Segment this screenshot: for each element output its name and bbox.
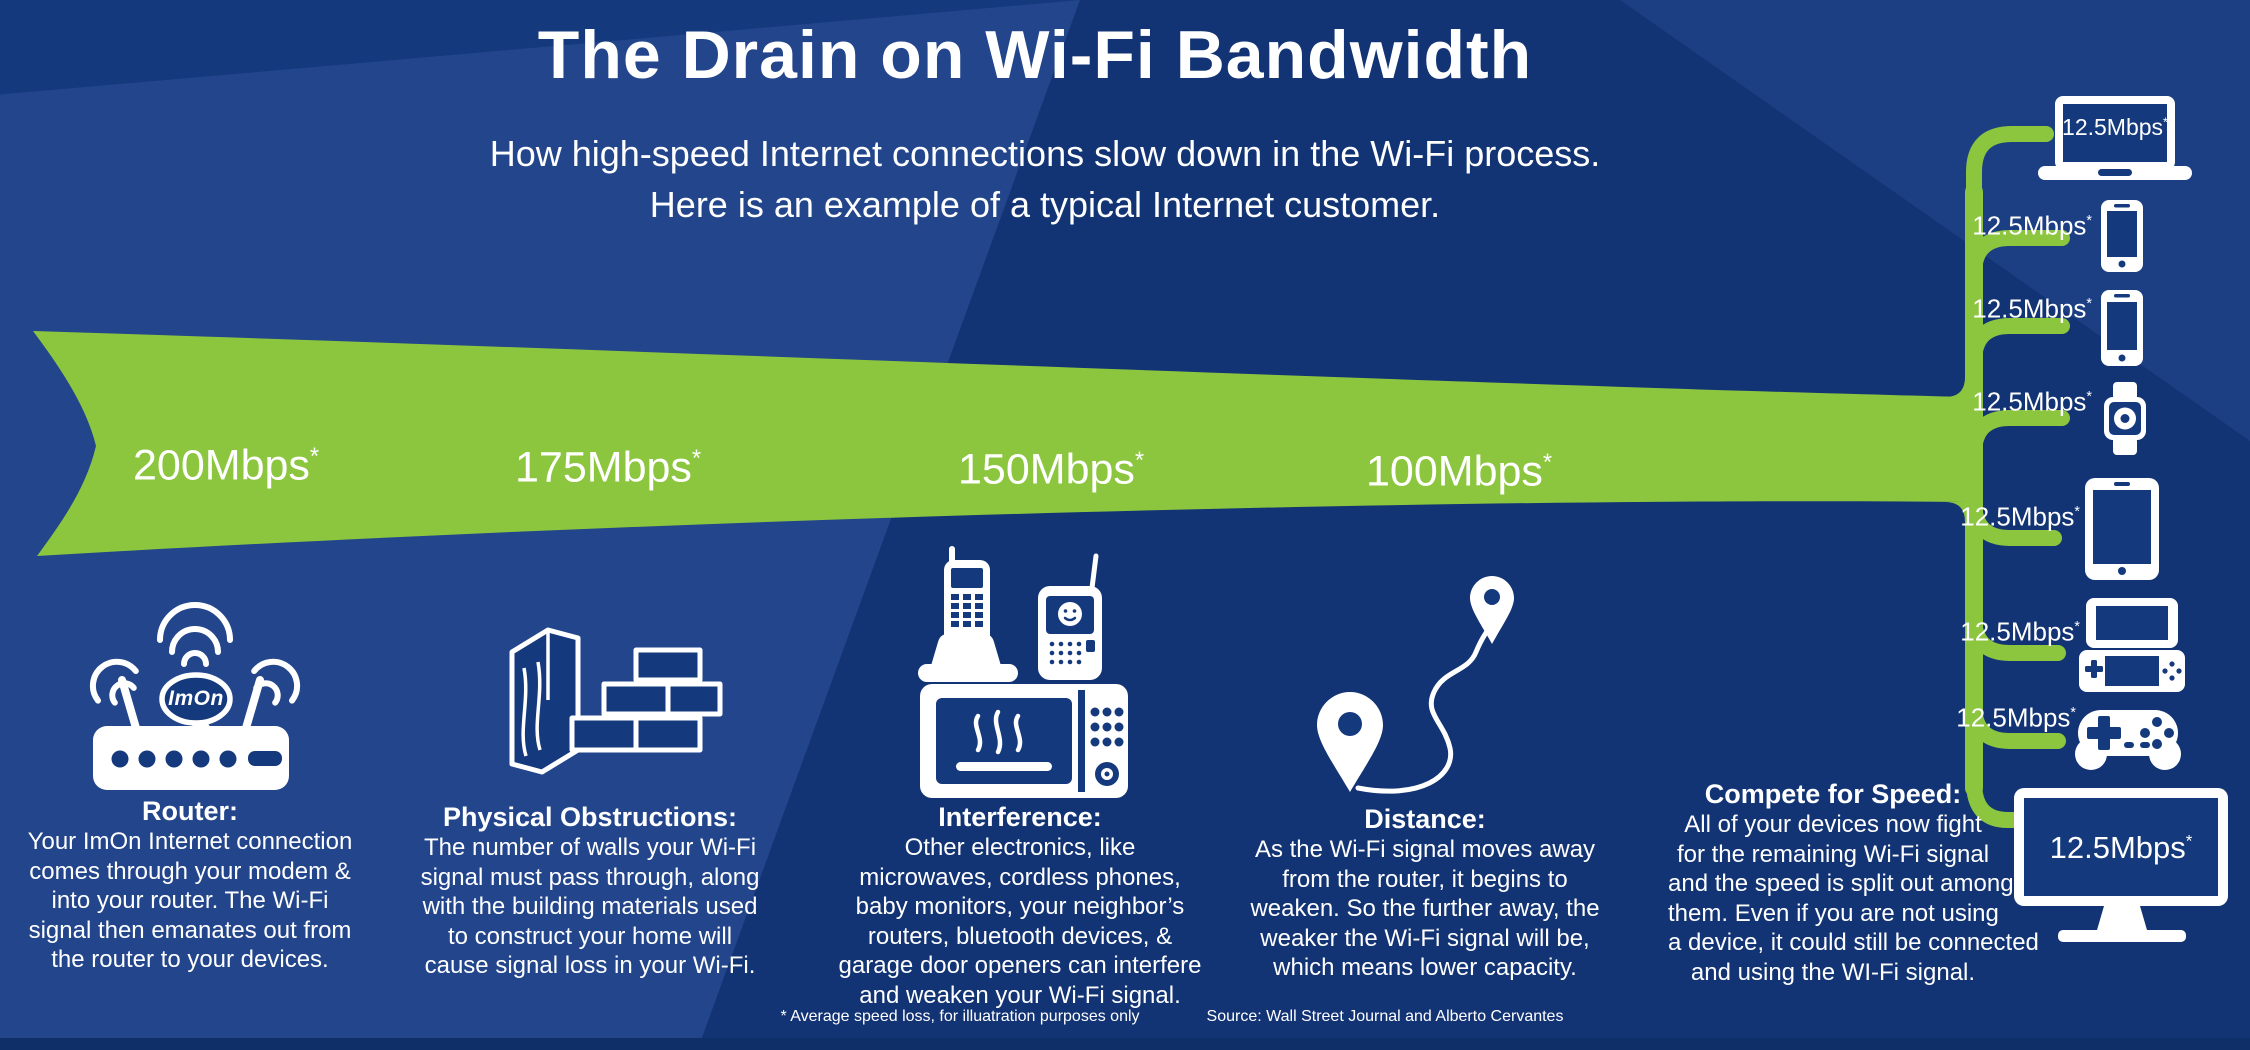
stage-note: *	[1542, 450, 1553, 476]
smartwatch-speed-label: 12.5Mbps*	[1952, 384, 2092, 415]
bandwidth-trunk-and-branches	[1965, 126, 2070, 828]
handheld-game-console-icon	[2079, 598, 2185, 692]
section-distance: Distance: As the Wi-Fi signal moves away…	[1238, 803, 1612, 983]
speed-note: *	[2086, 389, 2092, 405]
funnel-shape	[33, 331, 1983, 556]
speed-value: 12.5Mbps	[1960, 616, 2075, 647]
stage-value: 150Mbps	[958, 445, 1135, 494]
router-icon	[89, 602, 301, 790]
funnel-fillet-bottom	[1945, 502, 1965, 522]
wifi-waves-icon	[89, 602, 301, 706]
branch-tv	[1966, 774, 2022, 828]
speed-note: *	[2074, 504, 2080, 520]
speed-value: 12.5Mbps	[1972, 386, 2087, 417]
game-controller-icon	[2075, 710, 2181, 770]
section-body: All of your devices now fight for the re…	[1668, 811, 2039, 986]
smartwatch-icon	[2104, 382, 2146, 455]
laptop-icon	[2038, 96, 2192, 180]
speed-value: 12.5Mbps	[1956, 702, 2071, 733]
page-title: The Drain on Wi-Fi Bandwidth	[537, 17, 1533, 93]
interference-icon	[918, 546, 1128, 798]
stage-note: *	[691, 446, 702, 472]
imon-logo-bubble	[159, 672, 233, 726]
page-subtitle: How high-speed Internet connections slow…	[489, 133, 1601, 225]
imon-logo-text: ImOn	[168, 687, 224, 710]
background-bottom-strip	[0, 1038, 2250, 1050]
speed-note: *	[2163, 115, 2168, 130]
speed-value: 12.5Mbps	[1972, 210, 2087, 241]
bandwidth-funnel	[33, 331, 1983, 556]
speed-value: 12.5Mbps	[1972, 293, 2087, 324]
section-body: Your ImOn Internet connection comes thro…	[27, 828, 353, 973]
section-router: Router: Your ImOn Internet connection co…	[8, 795, 372, 975]
speed-note: *	[2086, 296, 2092, 312]
footnote: * Average speed loss, for illuatration p…	[780, 1008, 1140, 1025]
handheld-speed-label: 12.5Mbps*	[1940, 614, 2080, 645]
section-heading: Compete for Speed:	[1704, 779, 1962, 809]
branch-tablet	[1966, 494, 2062, 546]
speed-value: 12.5Mbps	[2062, 114, 2164, 140]
speed-value: 12.5Mbps	[2049, 830, 2186, 865]
section-heading: Physical Obstructions:	[442, 802, 738, 832]
stage-value: 100Mbps	[1366, 447, 1543, 496]
speed-note: *	[2074, 619, 2080, 635]
tablet-speed-label: 12.5Mbps*	[1940, 499, 2080, 530]
funnel-fillet-top	[1945, 377, 1965, 397]
obstructions-icon	[509, 627, 723, 775]
section-heading: Router:	[142, 796, 238, 826]
branch-smartwatch	[1966, 410, 2070, 462]
section-body: The number of walls your Wi-Fi signal mu…	[420, 834, 760, 979]
stage-value: 175Mbps	[515, 443, 692, 492]
funnel-stage-150mbps: 150Mbps*	[958, 440, 1144, 491]
section-body: As the Wi-Fi signal moves away from the …	[1250, 836, 1600, 981]
speed-note: *	[2070, 705, 2076, 721]
speed-note: *	[2086, 213, 2092, 229]
section-heading: Interference:	[938, 802, 1102, 832]
smartphone-icon-1	[2101, 200, 2143, 272]
branch-laptop	[1966, 126, 2054, 216]
smartphone-icon-2	[2101, 290, 2143, 366]
smartphone-2-speed-label: 12.5Mbps*	[1952, 291, 2092, 322]
controller-speed-label: 12.5Mbps*	[1936, 700, 2076, 731]
section-heading: Distance:	[1364, 804, 1486, 834]
stage-note: *	[1134, 448, 1145, 474]
branch-smartphone-2	[1966, 318, 2070, 370]
tablet-icon	[2085, 478, 2159, 580]
source-credit: Source: Wall Street Journal and Alberto …	[1206, 1008, 1564, 1025]
branch-handheld	[1966, 609, 2066, 661]
funnel-stage-175mbps: 175Mbps*	[515, 438, 701, 489]
stage-note: *	[309, 444, 320, 470]
speed-value: 12.5Mbps	[1960, 501, 2075, 532]
funnel-stage-100mbps: 100Mbps*	[1366, 442, 1552, 493]
speed-note: *	[2185, 831, 2193, 851]
tv-speed-label: 12.5Mbps*	[2026, 830, 2216, 866]
branch-controller	[1966, 697, 2066, 749]
section-interference: Interference: Other electronics, like mi…	[828, 801, 1212, 1010]
smartphone-1-speed-label: 12.5Mbps*	[1952, 208, 2092, 239]
smart-tv-icon	[2014, 788, 2228, 942]
laptop-speed-label: 12.5Mbps*	[2057, 114, 2173, 141]
section-body: Other electronics, like microwaves, cord…	[838, 834, 1202, 1009]
branch-smartphone-1	[1966, 230, 2070, 282]
stage-value: 200Mbps	[133, 441, 310, 490]
distance-icon	[1317, 576, 1514, 794]
section-physical-obstructions: Physical Obstructions: The number of wal…	[408, 801, 772, 981]
section-compete-for-speed: Compete for Speed: All of your devices n…	[1668, 778, 2039, 987]
funnel-stage-200mbps: 200Mbps*	[133, 436, 319, 487]
